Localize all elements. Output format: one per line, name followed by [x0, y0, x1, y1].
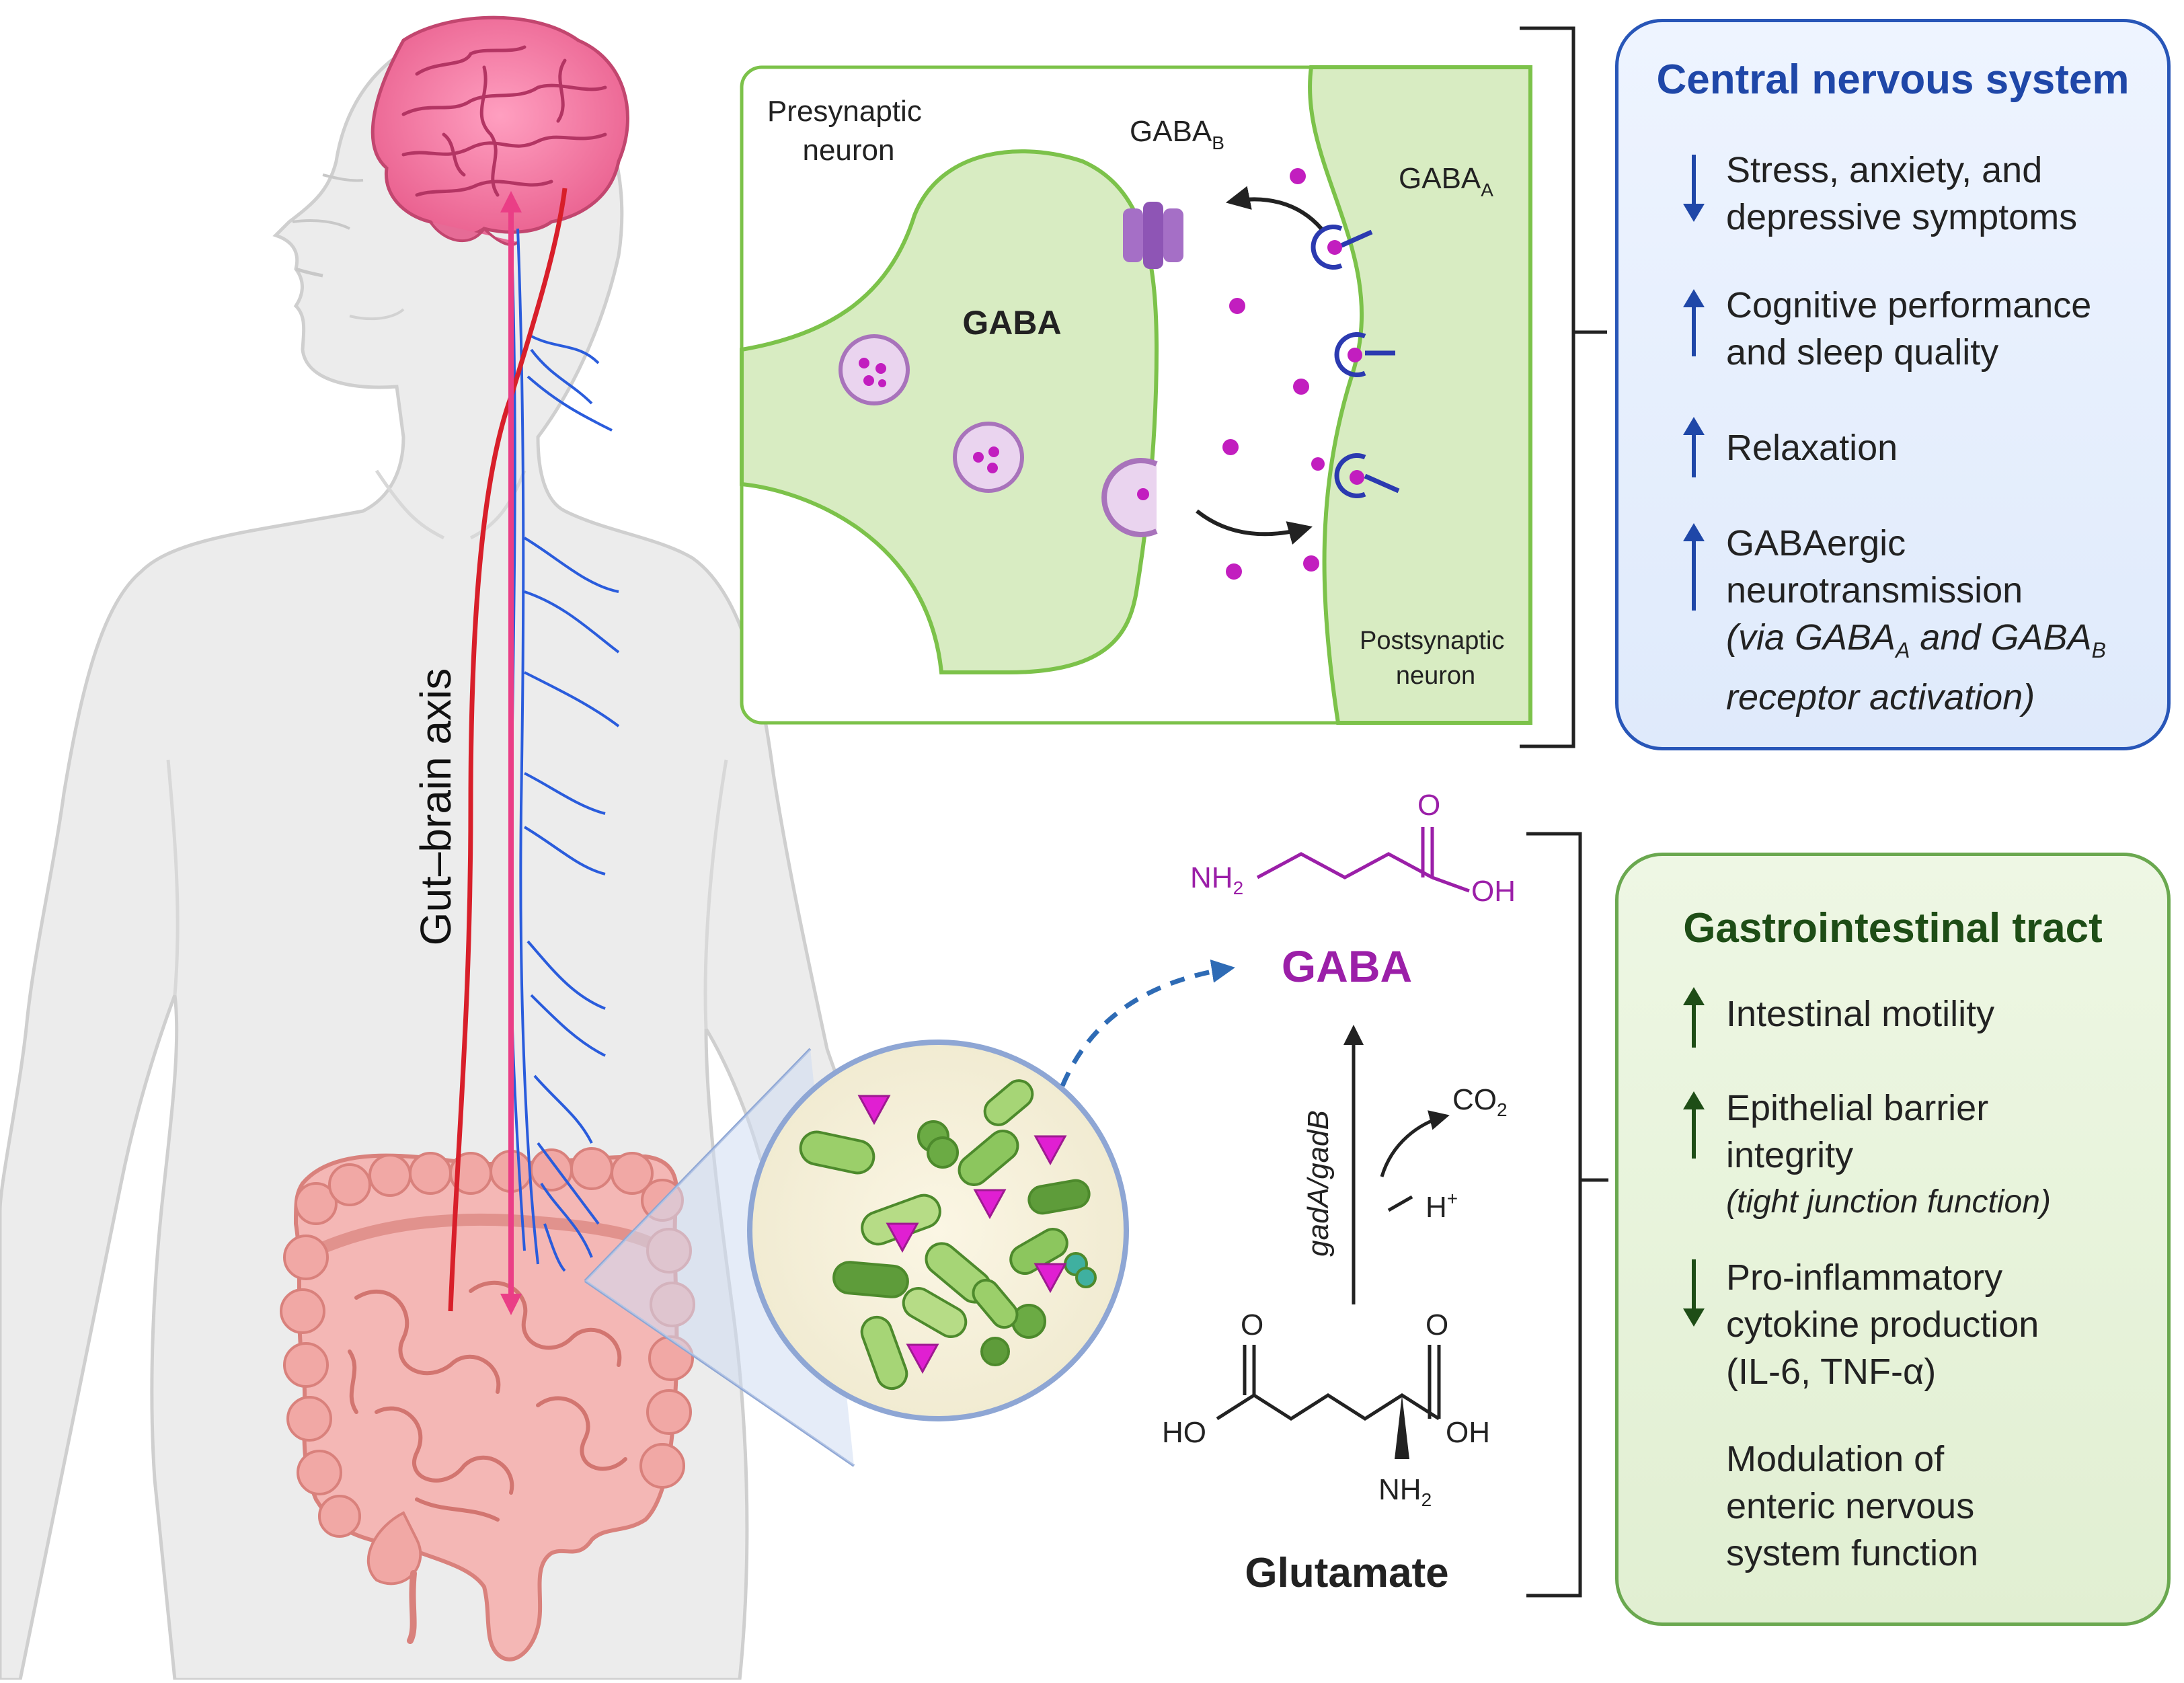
gut-microbiota-inset — [584, 959, 1235, 1467]
afferent-nerve-red — [448, 188, 568, 1312]
cns-bracket — [1520, 26, 1607, 748]
fusing-vesicle — [1101, 458, 1158, 537]
synaptic-vesicle — [838, 334, 910, 405]
gi-panel-title: Gastrointestinal tract — [1683, 905, 2103, 951]
gaba-nh2: NH2 — [1190, 861, 1243, 898]
glutamate-label: Glutamate — [1245, 1550, 1448, 1596]
gaba-release-arrow — [1196, 509, 1313, 545]
brain-illustration — [370, 15, 629, 246]
up-arrow-icon — [1683, 1091, 1705, 1159]
co2-label: CO2 — [1452, 1083, 1508, 1120]
gabaa-receptor — [1311, 225, 1400, 498]
presynaptic-neuron-label: Presynaptic neuron — [767, 95, 930, 167]
glutamate-oh: OH — [1446, 1416, 1490, 1449]
gi-effect-motility: Intestinal motility — [1726, 994, 1995, 1034]
synapse-panel: Presynaptic neuron Postsynaptic neuron G… — [740, 65, 1532, 725]
gi-bracket — [1526, 832, 1608, 1598]
presynaptic-gaba-label: GABA — [962, 304, 1061, 342]
up-arrow-icon — [1683, 417, 1705, 477]
synaptic-vesicle — [953, 422, 1024, 493]
gaba-molecules-triangles — [857, 1095, 1067, 1374]
postsynaptic-neuron-label: Postsynaptic neuron — [1360, 627, 1512, 690]
up-arrow-icon — [1683, 289, 1705, 356]
cns-effect-relaxation: Relaxation — [1726, 428, 1898, 468]
gaba-o: O — [1417, 789, 1440, 822]
cns-panel-title: Central nervous system — [1656, 56, 2130, 103]
glutamate-nh2: NH2 — [1378, 1473, 1432, 1510]
bacteria — [799, 1079, 1097, 1391]
gaba-structure: NH2 O OH GABA — [1190, 789, 1516, 991]
up-arrow-icon — [1683, 523, 1705, 611]
gut-brain-axis-label: Gut–brain axis — [412, 668, 460, 946]
decarboxylation-reaction: gadA/gadB CO2 H+ — [1302, 1025, 1508, 1304]
intestines-illustration — [280, 1147, 695, 1661]
glutamate-structure: HO OH O O NH2 Glutamate — [1162, 1308, 1490, 1596]
gaba-particles — [1222, 168, 1364, 580]
gi-effects-panel: Gastrointestinal tract Intestinal motili… — [1615, 853, 2171, 1626]
gabaa-receptor-label: GABAA — [1399, 162, 1493, 200]
gaba-export-arrow — [1060, 959, 1235, 1087]
cns-effects-panel: Central nervous system Stress, anxiety, … — [1615, 19, 2171, 750]
gaba-uptake-arrow — [1225, 186, 1323, 230]
cns-effect-gabaergic: GABAergic neurotransmission (via GABAA a… — [1726, 523, 2106, 717]
gabab-receptor-label: GABAB — [1130, 115, 1224, 153]
glutamate-o-right: O — [1426, 1308, 1448, 1341]
h-plus-label: H+ — [1426, 1188, 1458, 1224]
gaba-product-label: GABA — [1282, 941, 1412, 991]
down-arrow-icon — [1683, 1259, 1705, 1327]
enzyme-label: gadA/gadB — [1302, 1110, 1335, 1257]
up-arrow-icon — [1683, 987, 1705, 1048]
down-arrow-icon — [1683, 155, 1705, 222]
glutamate-o-left: O — [1241, 1308, 1263, 1341]
gabab-receptor — [1123, 202, 1183, 269]
gaba-oh: OH — [1471, 875, 1516, 908]
glutamate-ho: HO — [1162, 1416, 1206, 1449]
